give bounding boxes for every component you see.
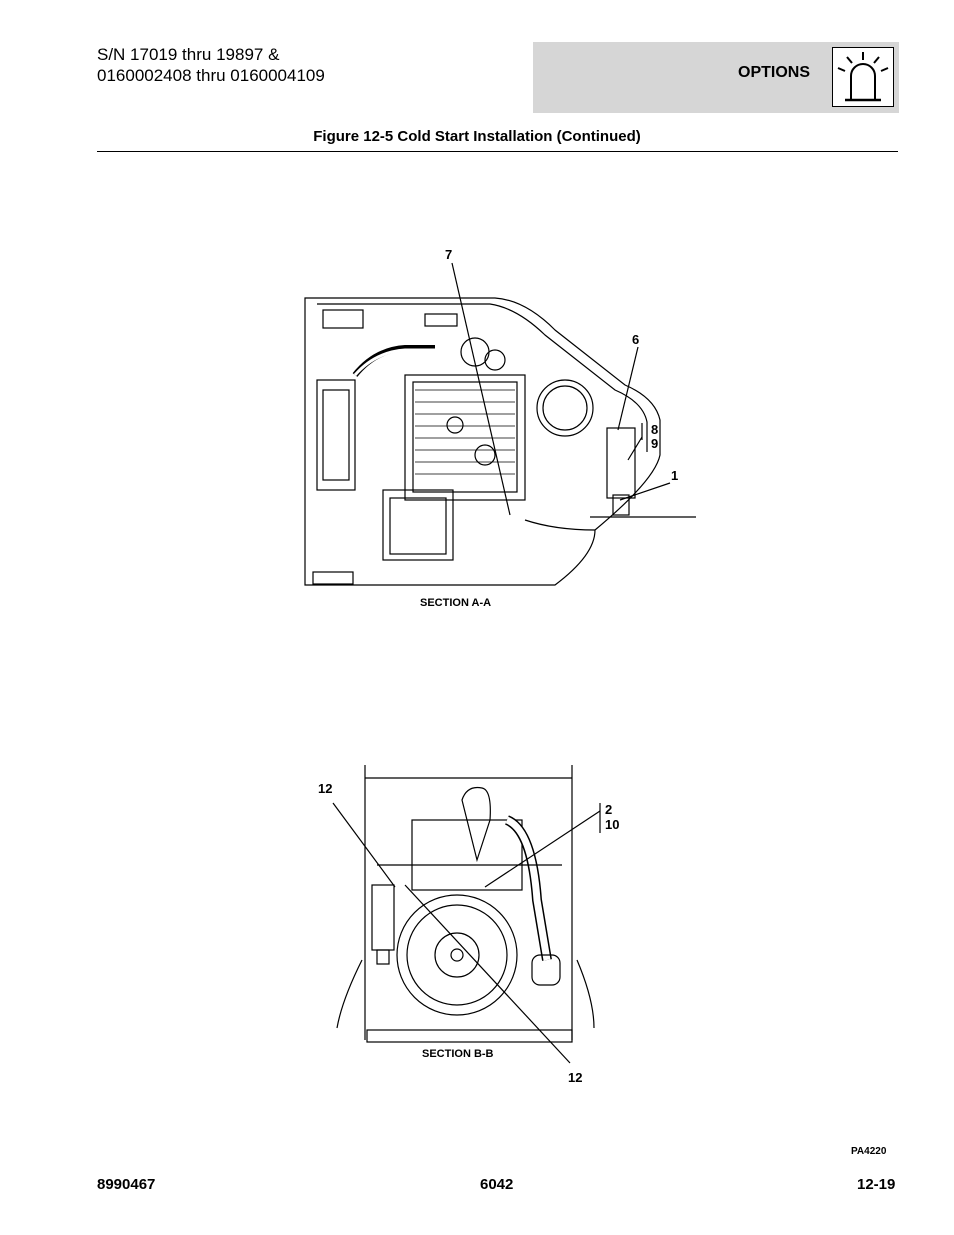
- callout-8: 8: [651, 422, 659, 437]
- section-b-b-drawing: [336, 765, 595, 1043]
- header-rule: [97, 151, 898, 152]
- callout-12-top: 12: [318, 781, 333, 796]
- callout-1: 1: [671, 468, 679, 483]
- drawing-id: PA4220: [851, 1146, 887, 1157]
- section-a-a-label: SECTION A-A: [420, 597, 492, 609]
- section-a-a-leaders: [451, 262, 696, 518]
- page-number: 12-19: [857, 1176, 896, 1193]
- callout-10: 10: [605, 817, 620, 832]
- warning-beacon-icon: [832, 47, 894, 107]
- document-number: 8990467: [97, 1176, 156, 1193]
- section-b-b-leaders: [332, 802, 601, 1064]
- serial-line-2: 0160002408 thru 0160004109: [97, 66, 325, 85]
- callout-7: 7: [445, 247, 453, 262]
- callout-2: 2: [605, 802, 613, 817]
- callout-12-bottom: 12: [568, 1070, 583, 1085]
- callout-9: 9: [651, 436, 659, 451]
- section-b-b-label: SECTION B-B: [422, 1048, 494, 1060]
- figure-title: Figure 12-5 Cold Start Installation (Con…: [313, 128, 641, 145]
- serial-number-range: S/N 17019 thru 19897 & 0160002408 thru 0…: [97, 44, 325, 86]
- section-a-a-drawing: [304, 297, 661, 586]
- serial-line-1: S/N 17019 thru 19897 &: [97, 45, 280, 64]
- model-number: 6042: [480, 1176, 514, 1193]
- section-tab-label: OPTIONS: [738, 64, 811, 81]
- callout-6: 6: [632, 332, 640, 347]
